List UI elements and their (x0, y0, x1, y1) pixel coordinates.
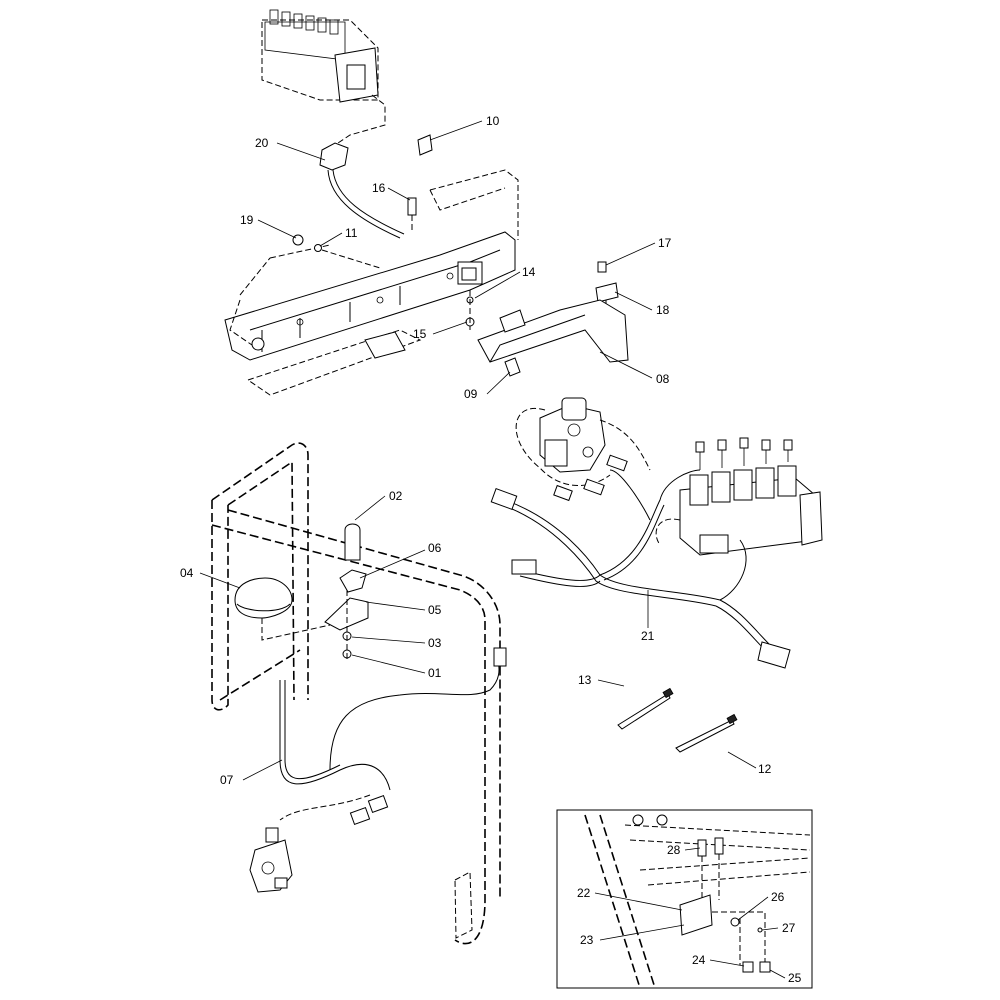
callout-04: 04 (180, 566, 194, 580)
nut-25 (759, 961, 771, 973)
leader-lines (199, 120, 786, 979)
callout-21: 21 (641, 629, 655, 643)
callout-23: 23 (580, 933, 594, 947)
callout-08: 08 (656, 372, 670, 386)
nut-24 (742, 961, 754, 973)
washer-26 (730, 917, 740, 927)
bolt-28a (697, 839, 707, 857)
fasteners-top (292, 197, 619, 377)
control-module (261, 9, 386, 146)
callout-28: 28 (667, 843, 681, 857)
connector-20 (319, 142, 405, 239)
callout-22: 22 (577, 886, 591, 900)
screw-17 (597, 261, 607, 273)
nut-19 (292, 234, 304, 246)
wire-harness-21 (490, 408, 791, 669)
callout-10: 10 (486, 114, 500, 128)
antenna-04 (234, 577, 331, 641)
callout-labels: 10 20 16 19 11 17 14 18 15 08 09 02 06 0… (180, 114, 802, 985)
tie-13 (617, 693, 671, 730)
washer-11 (314, 244, 322, 252)
clamp-06 (339, 569, 367, 593)
callout-02: 02 (389, 489, 403, 503)
callout-17: 17 (658, 236, 672, 250)
bolt-16 (407, 197, 417, 216)
valve-bank-right (679, 437, 823, 556)
callout-20: 20 (255, 136, 269, 150)
washer-27 (757, 927, 763, 933)
callout-19: 19 (240, 213, 254, 227)
rail-bracket (454, 871, 473, 939)
callout-13: 13 (578, 673, 592, 687)
sensor-assembly (249, 827, 293, 893)
plate-22 (679, 894, 713, 936)
callout-03: 03 (428, 636, 442, 650)
u-bolt-02 (344, 523, 361, 561)
callout-01: 01 (428, 666, 442, 680)
rops-frame (211, 442, 501, 945)
callout-14: 14 (522, 265, 536, 279)
tie-12 (675, 719, 735, 753)
mount-hardware (324, 523, 369, 660)
chassis-frame (224, 169, 519, 396)
detail-inset (556, 809, 813, 989)
callout-18: 18 (656, 303, 670, 317)
part-10 (417, 134, 433, 156)
callout-09: 09 (464, 387, 478, 401)
bolt-28b (714, 837, 724, 855)
callout-12: 12 (758, 762, 772, 776)
callout-06: 06 (428, 541, 442, 555)
callout-25: 25 (788, 971, 802, 985)
callout-11: 11 (345, 226, 358, 240)
cable-ties (617, 687, 738, 753)
bolt-09 (504, 357, 521, 377)
cable-07 (279, 647, 507, 826)
callout-05: 05 (428, 603, 442, 617)
clip-18 (595, 282, 619, 303)
callout-16: 16 (372, 181, 386, 195)
bracket-08 (477, 299, 629, 363)
valve-block-left (539, 397, 606, 473)
callout-07: 07 (220, 773, 234, 787)
callout-15: 15 (413, 327, 427, 341)
callout-27: 27 (782, 921, 796, 935)
callout-24: 24 (692, 953, 706, 967)
callout-26: 26 (771, 890, 785, 904)
